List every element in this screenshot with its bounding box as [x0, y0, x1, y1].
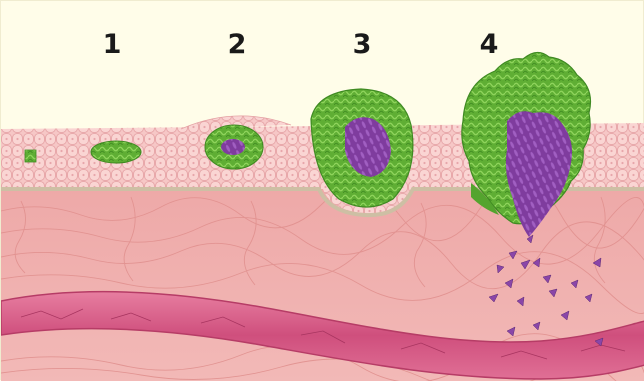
- stage-1-lesion-small: [25, 150, 36, 162]
- stage-label-4: 4: [480, 29, 499, 60]
- stage-2-core: [221, 139, 245, 155]
- stage-1-lesion: [91, 141, 141, 163]
- stage-label-2: 2: [228, 29, 247, 60]
- stage-label-3: 3: [353, 29, 372, 60]
- stage-label-1: 1: [103, 29, 122, 60]
